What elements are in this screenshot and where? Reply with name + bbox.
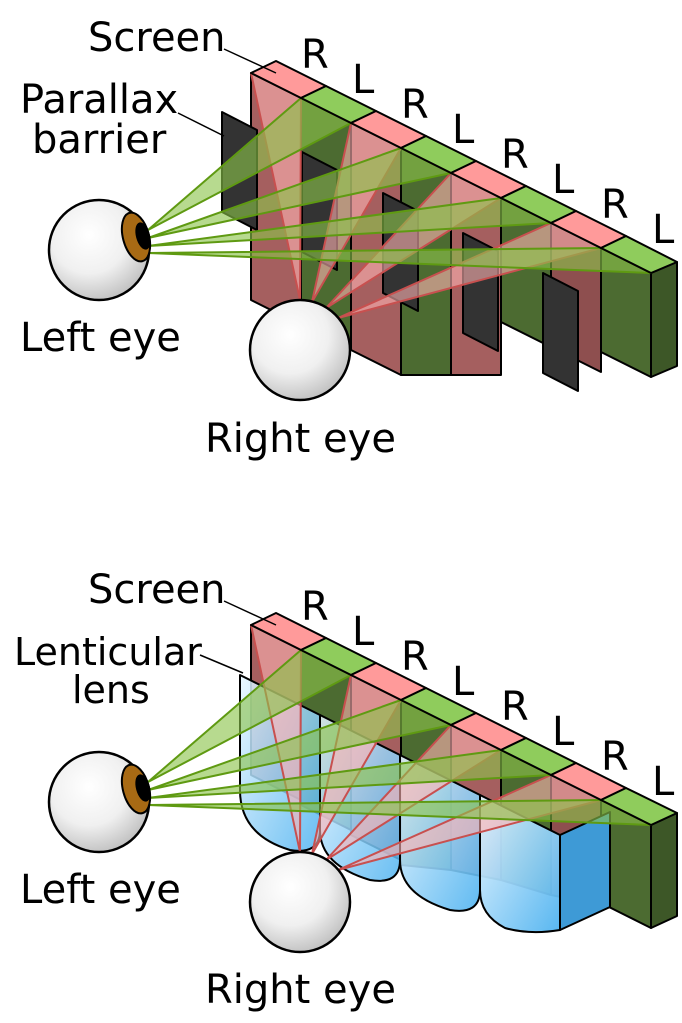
strip-letter: L <box>652 207 675 253</box>
screen-side-face <box>650 261 678 378</box>
pixel-l <box>600 235 678 274</box>
pixel-l <box>600 787 678 826</box>
optic-label-line2: barrier <box>32 117 167 163</box>
strip-letter: L <box>652 759 675 805</box>
screen-leader <box>223 600 277 626</box>
strip-letter: L <box>452 659 475 705</box>
strip-letters: R L R L R L R L <box>301 32 675 253</box>
left-eye <box>47 198 152 302</box>
leader-lines <box>199 600 277 674</box>
strip-letter: R <box>601 182 629 228</box>
strip-letter: R <box>501 684 529 730</box>
barrier-leader <box>177 112 225 137</box>
optic-label-line2: lens <box>72 668 150 712</box>
left-eye-beams <box>147 97 652 274</box>
left-eye-label: Left eye <box>20 867 181 913</box>
strip-letter: R <box>501 132 529 178</box>
pupil <box>135 774 151 802</box>
pupil <box>135 222 151 250</box>
optic-label-line1: Lenticular <box>14 630 202 674</box>
screen-label: Screen <box>88 567 226 613</box>
right-eye <box>248 298 352 402</box>
right-eye-label: Right eye <box>205 967 396 1013</box>
screen-label: Screen <box>88 15 226 61</box>
leader-lines <box>177 48 277 137</box>
left-eye <box>47 750 152 854</box>
screen-pixel-strip <box>250 60 678 274</box>
left-eye-label: Left eye <box>20 315 181 361</box>
optic-label-line1: Parallax <box>20 77 178 123</box>
lens-cylinder <box>479 794 561 934</box>
lens-leader <box>199 654 244 674</box>
barrier-slat <box>542 272 579 392</box>
strip-letter: R <box>601 734 629 780</box>
strip-letter: R <box>401 82 429 128</box>
screen-leader <box>223 48 277 74</box>
strip-letter: L <box>352 609 375 655</box>
right-eye <box>248 850 352 954</box>
strip-letter: L <box>452 107 475 153</box>
strip-letter: R <box>301 32 329 78</box>
strip-letter: R <box>401 634 429 680</box>
strip-letter: L <box>352 57 375 103</box>
right-eye-label: Right eye <box>205 416 396 462</box>
screen-side-face <box>650 812 678 929</box>
lenticular-lens-panel: R L R L R L R L Screen Lenticular lens L… <box>14 567 678 1013</box>
strip-letter: L <box>552 157 575 203</box>
strip-letter: L <box>552 709 575 755</box>
screen-pixel-strip <box>250 612 678 826</box>
strip-letters: R L R L R L R L <box>301 584 675 805</box>
strip-letter: R <box>301 584 329 630</box>
parallax-barrier-panel: R L R L R L R L Screen Parallax barrier … <box>20 15 678 462</box>
